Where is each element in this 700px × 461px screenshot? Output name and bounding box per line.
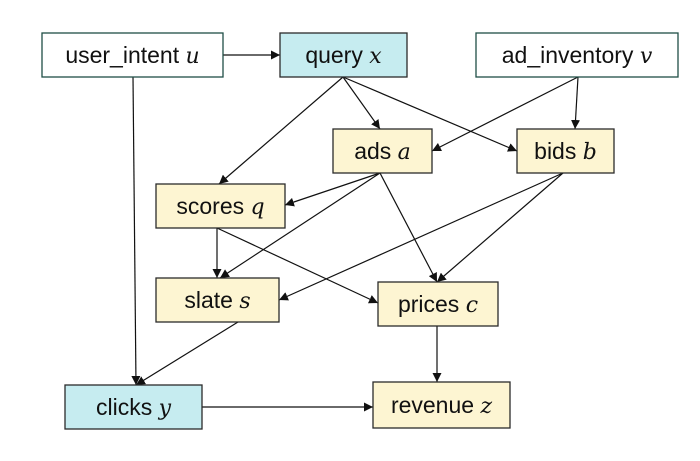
node-slate: slate s [155, 277, 280, 323]
node-box-slate [155, 277, 280, 323]
node-box-clicks [64, 384, 203, 430]
node-label-slate: slate [184, 287, 233, 313]
node-var-prices: c [466, 293, 478, 318]
edge-user-intent-to-clicks [131, 76, 141, 386]
edge-scores-to-prices [216, 227, 379, 304]
node-user-intent: user_intent u [41, 32, 224, 78]
node-label-query: query [305, 42, 363, 68]
node-box-ad-inventory [475, 32, 679, 78]
node-ad-inventory: ad_inventory v [475, 32, 679, 78]
edge-ads-to-scores [284, 172, 381, 207]
node-text-bids: bids b [534, 138, 597, 165]
node-scores: scores q [155, 183, 286, 229]
edge-slate-to-clicks [135, 321, 239, 386]
node-text-slate: slate s [184, 287, 250, 314]
node-label-ads: ads [354, 138, 391, 164]
edge-layer [131, 50, 581, 412]
node-var-revenue: z [479, 394, 492, 419]
node-text-ads: ads a [354, 138, 411, 165]
node-text-query: query x [305, 42, 382, 69]
node-var-slate: s [239, 289, 250, 314]
node-var-clicks: y [158, 396, 172, 421]
edge-ads-to-prices [379, 172, 438, 283]
node-var-query: x [369, 44, 382, 69]
node-text-clicks: clicks y [96, 394, 172, 421]
node-box-prices [377, 281, 499, 327]
node-box-revenue [372, 381, 511, 429]
node-clicks: clicks y [64, 384, 203, 430]
node-var-user-intent: u [186, 44, 200, 69]
node-layer: user_intent u query x ad_inventory v ads a b… [41, 32, 679, 430]
node-label-user-intent: user_intent [65, 42, 179, 68]
node-box-query [279, 32, 408, 78]
edge-ad-inventory-to-ads [431, 76, 579, 152]
node-var-bids: b [583, 140, 597, 165]
node-label-scores: scores [176, 193, 244, 219]
node-text-scores: scores q [176, 193, 264, 220]
node-var-ad-inventory: v [640, 44, 653, 69]
node-var-ads: a [398, 140, 411, 165]
edge-ad-inventory-to-bids [571, 76, 581, 130]
node-label-bids: bids [534, 138, 576, 164]
node-box-bids [516, 128, 615, 174]
node-var-scores: q [251, 195, 265, 220]
node-label-ad-inventory: ad_inventory [502, 42, 634, 68]
node-box-ads [332, 128, 433, 174]
node-text-ad-inventory: ad_inventory v [502, 42, 653, 69]
edge-query-to-scores [218, 76, 344, 185]
node-text-prices: prices c [398, 291, 478, 318]
edge-ads-to-slate [219, 172, 381, 279]
node-label-revenue: revenue [391, 392, 474, 418]
edge-query-to-bids [342, 76, 518, 152]
edge-query-to-ads [342, 76, 381, 130]
node-bids: bids b [516, 128, 615, 174]
node-revenue: revenue z [372, 381, 511, 429]
node-prices: prices c [377, 281, 499, 327]
node-text-revenue: revenue z [391, 392, 493, 419]
node-box-user-intent [41, 32, 224, 78]
node-ads: ads a [332, 128, 433, 174]
node-label-clicks: clicks [96, 394, 152, 420]
node-text-user-intent: user_intent u [65, 42, 199, 69]
node-label-prices: prices [398, 291, 459, 317]
node-box-scores [155, 183, 286, 229]
edge-bids-to-prices [436, 172, 564, 283]
node-query: query x [279, 32, 408, 78]
